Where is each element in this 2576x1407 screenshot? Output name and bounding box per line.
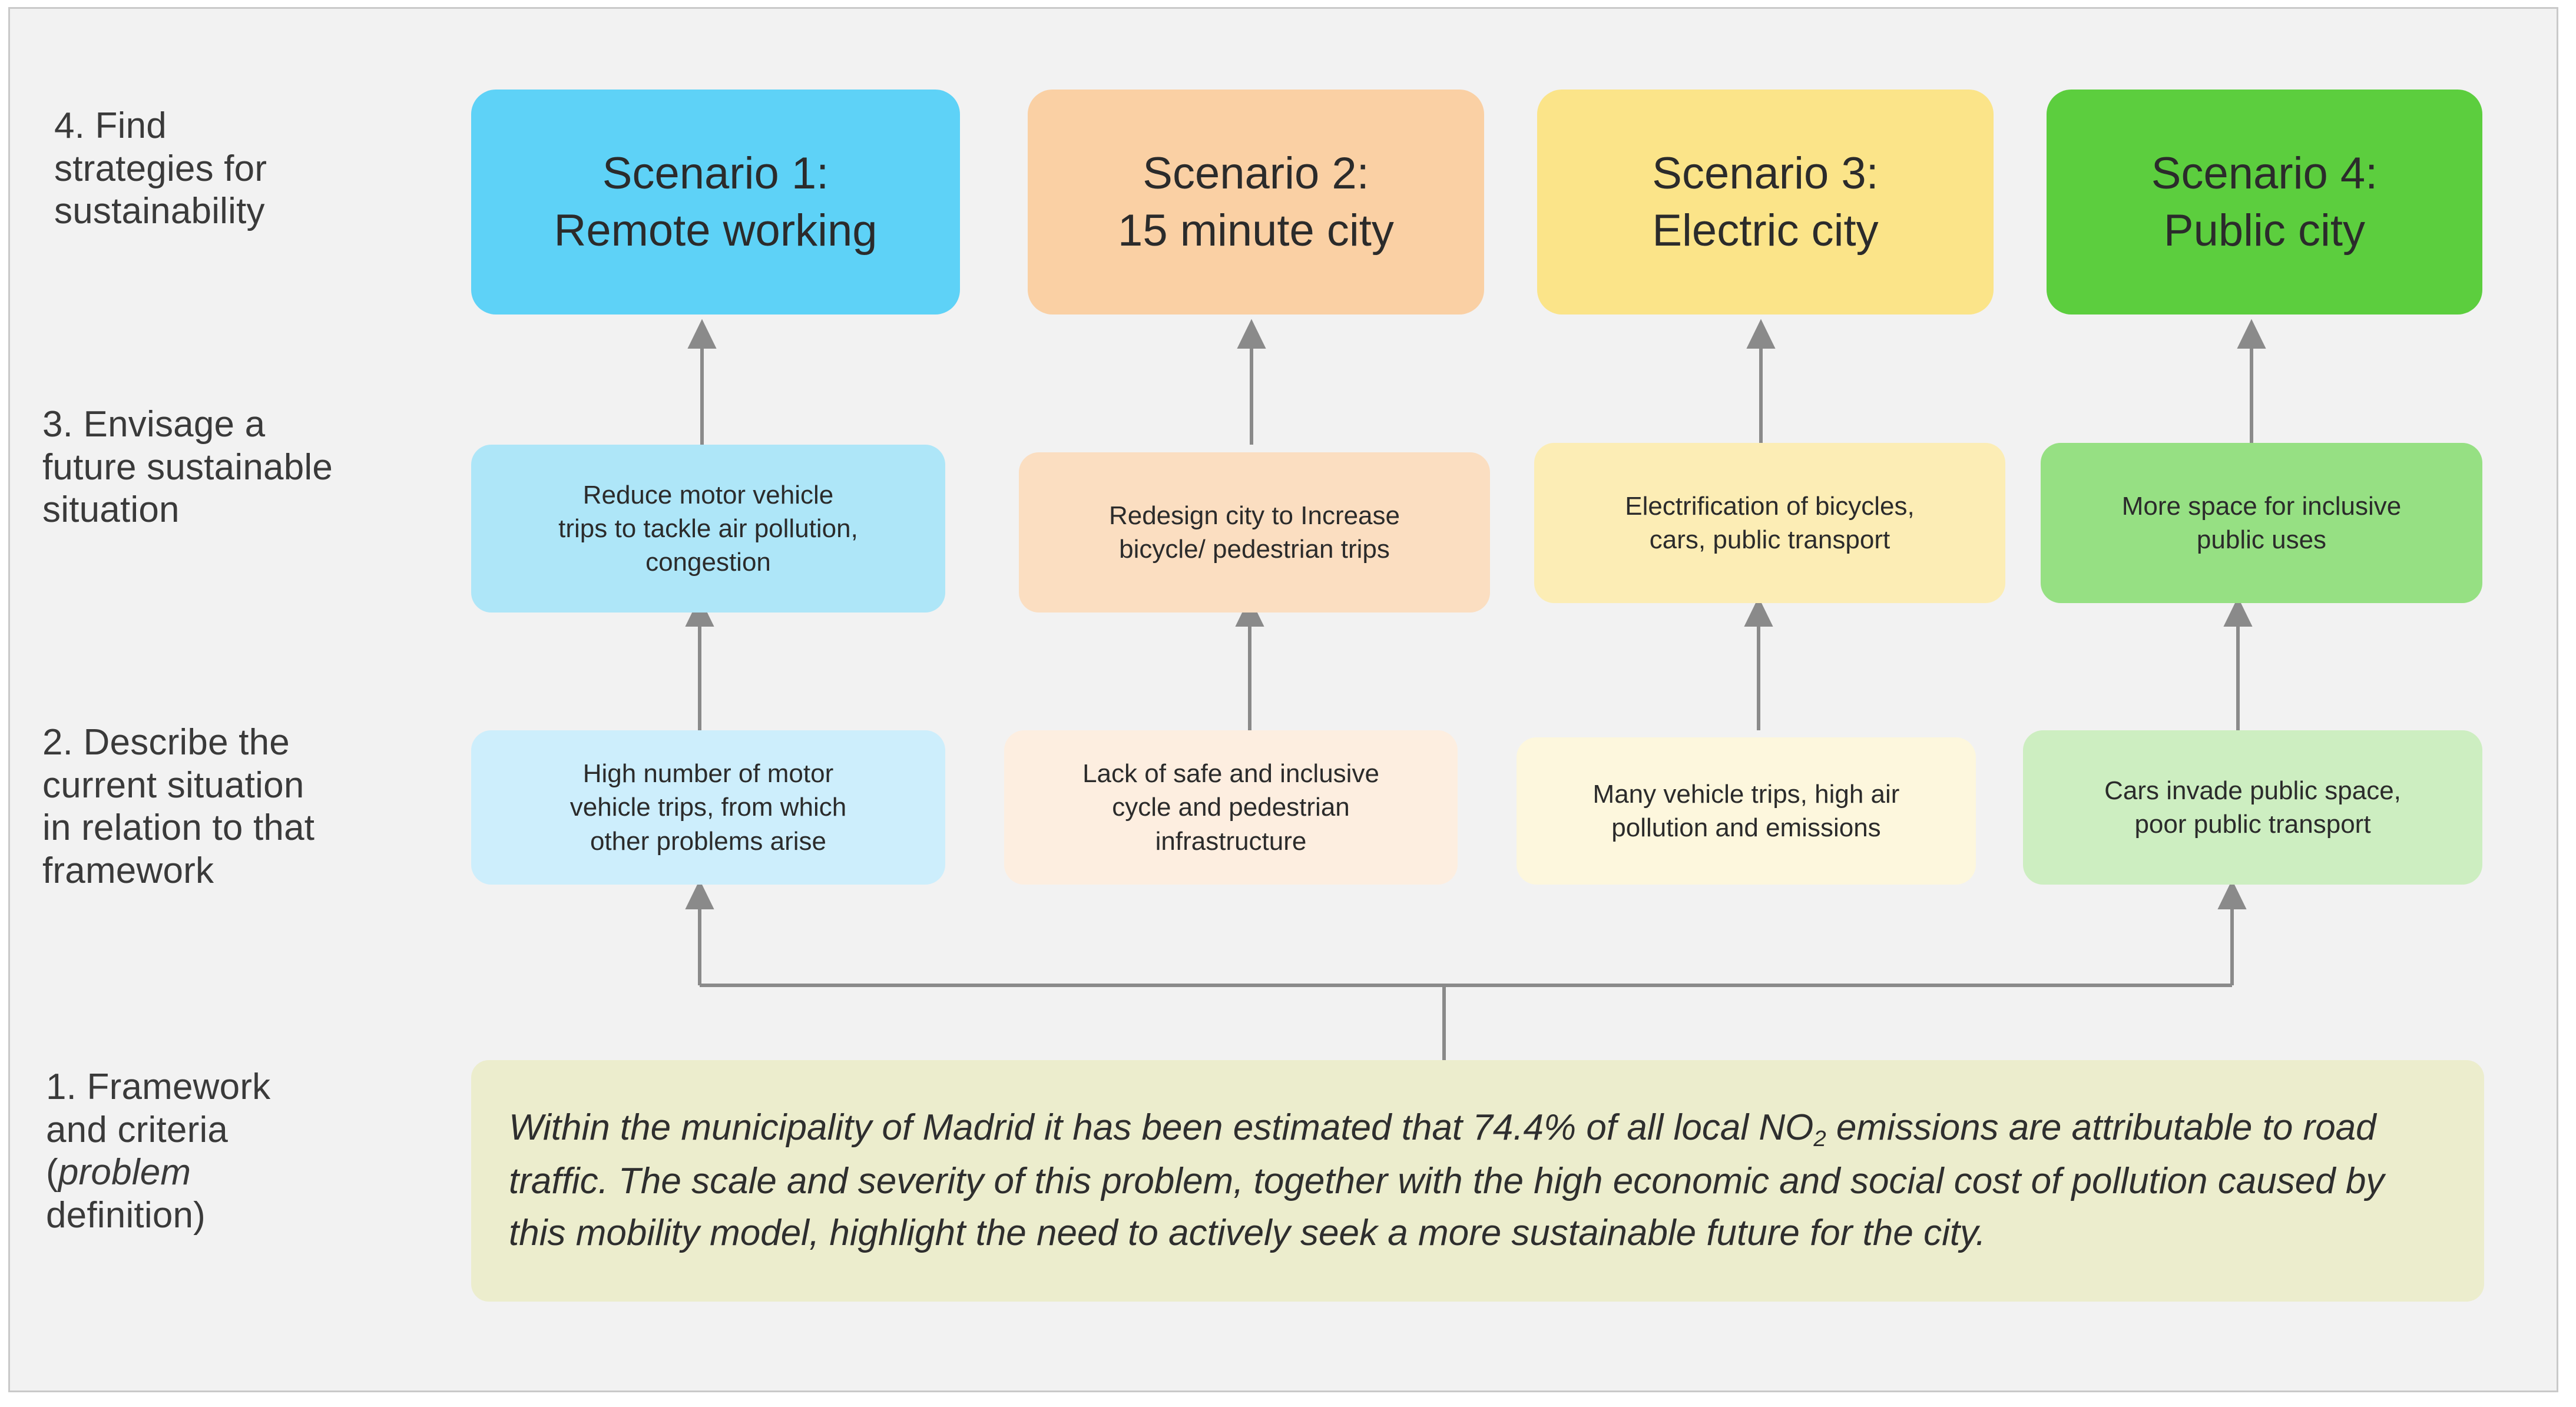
future-box-2[interactable]: Redesign city to Increase bicycle/ pedes… bbox=[1019, 452, 1490, 613]
current-box-3[interactable]: Many vehicle trips, high air pollution a… bbox=[1517, 737, 1976, 885]
step-1-line2: and criteria bbox=[46, 1109, 229, 1150]
scenario-2-label: Scenario 2: 15 minute city bbox=[1118, 148, 1394, 256]
framework-text-part2: emissions are attributable to road traff… bbox=[509, 1107, 2385, 1254]
current-3-label: Many vehicle trips, high air pollution a… bbox=[1592, 779, 1900, 842]
current-2-label: Lack of safe and inclusive cycle and ped… bbox=[1082, 759, 1379, 856]
current-box-4[interactable]: Cars invade public space, poor public tr… bbox=[2023, 730, 2482, 885]
scenario-4-label: Scenario 4: Public city bbox=[2151, 148, 2378, 256]
step-1-line4: definition) bbox=[46, 1194, 206, 1236]
step-1-problem: problem bbox=[58, 1152, 191, 1193]
scenario-box-4[interactable]: Scenario 4: Public city bbox=[2047, 90, 2482, 314]
future-box-4[interactable]: More space for inclusive public uses bbox=[2041, 443, 2482, 603]
future-1-label: Reduce motor vehicle trips to tackle air… bbox=[558, 480, 858, 577]
scenario-3-label: Scenario 3: Electric city bbox=[1652, 148, 1879, 256]
scenario-box-1[interactable]: Scenario 1: Remote working bbox=[471, 90, 960, 314]
framework-text-part1: Within the municipality of Madrid it has… bbox=[509, 1107, 1814, 1148]
scenario-1-label: Scenario 1: Remote working bbox=[554, 148, 878, 256]
step-label-2: 2. Describe the current situation in rel… bbox=[42, 722, 315, 891]
future-box-1[interactable]: Reduce motor vehicle trips to tackle air… bbox=[471, 445, 945, 613]
step-1-paren: ( bbox=[46, 1152, 58, 1193]
scenario-box-3[interactable]: Scenario 3: Electric city bbox=[1537, 90, 1994, 314]
current-4-label: Cars invade public space, poor public tr… bbox=[2104, 776, 2401, 839]
framework-text-subscript: 2 bbox=[1813, 1125, 1826, 1151]
future-4-label: More space for inclusive public uses bbox=[2121, 491, 2402, 554]
step-label-4: 4. Find strategies for sustainability bbox=[54, 105, 267, 232]
step-label-1: 1. Framework and criteria (problem defin… bbox=[46, 1066, 411, 1237]
scenario-box-2[interactable]: Scenario 2: 15 minute city bbox=[1028, 90, 1484, 314]
framework-statement-box[interactable]: Within the municipality of Madrid it has… bbox=[471, 1060, 2484, 1302]
step-1-line1: 1. Framework bbox=[46, 1067, 271, 1107]
framework-statement-text: Within the municipality of Madrid it has… bbox=[509, 1102, 2446, 1260]
future-3-label: Electrification of bicycles, cars, publi… bbox=[1625, 491, 1915, 554]
current-box-1[interactable]: High number of motor vehicle trips, from… bbox=[471, 730, 945, 885]
future-box-3[interactable]: Electrification of bicycles, cars, publi… bbox=[1534, 443, 2005, 603]
future-2-label: Redesign city to Increase bicycle/ pedes… bbox=[1108, 501, 1400, 564]
step-label-3: 3. Envisage a future sustainable situati… bbox=[42, 404, 333, 531]
current-1-label: High number of motor vehicle trips, from… bbox=[569, 759, 847, 856]
current-box-2[interactable]: Lack of safe and inclusive cycle and ped… bbox=[1004, 730, 1458, 885]
